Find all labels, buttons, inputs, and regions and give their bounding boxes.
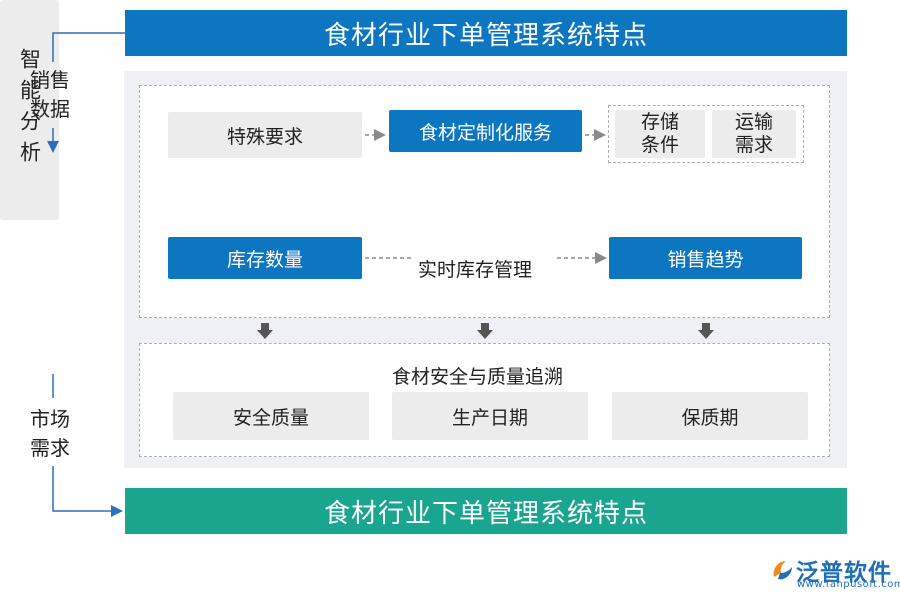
company-logo: 泛普软件 xyxy=(770,553,892,587)
trace-item-safety-quality: 安全质量 xyxy=(173,392,369,440)
logo-url: www.fanpusoft.com xyxy=(797,579,900,590)
inventory-quantity-box: 库存数量 xyxy=(168,237,362,279)
custom-service-box: 食材定制化服务 xyxy=(389,110,582,152)
traceability-title: 食材安全与质量追溯 xyxy=(392,366,564,388)
logo-name: 泛普软件 xyxy=(796,560,892,586)
trace-item-shelf-life: 保质期 xyxy=(612,392,808,440)
market-demand-label: 市场 需求 xyxy=(30,407,70,460)
storage-conditions-box: 存储 条件 xyxy=(615,110,705,158)
top-title-banner: 食材行业下单管理系统特点 xyxy=(125,10,847,56)
smart-analysis-label: 智能分析 xyxy=(17,48,42,172)
special-requirements-box: 特殊要求 xyxy=(168,112,362,158)
sales-trend-box: 销售趋势 xyxy=(609,237,802,279)
sales-data-label: 销售 数据 xyxy=(30,68,70,121)
trace-item-production-date: 生产日期 xyxy=(392,392,588,440)
smart-analysis-box: 智能分析 xyxy=(0,0,59,220)
bottom-title-banner: 食材行业下单管理系统特点 xyxy=(125,488,847,534)
realtime-inventory-label: 实时库存管理 xyxy=(418,259,533,281)
transport-requirements-box: 运输 需求 xyxy=(712,110,796,158)
logo-mark-icon xyxy=(773,561,792,580)
